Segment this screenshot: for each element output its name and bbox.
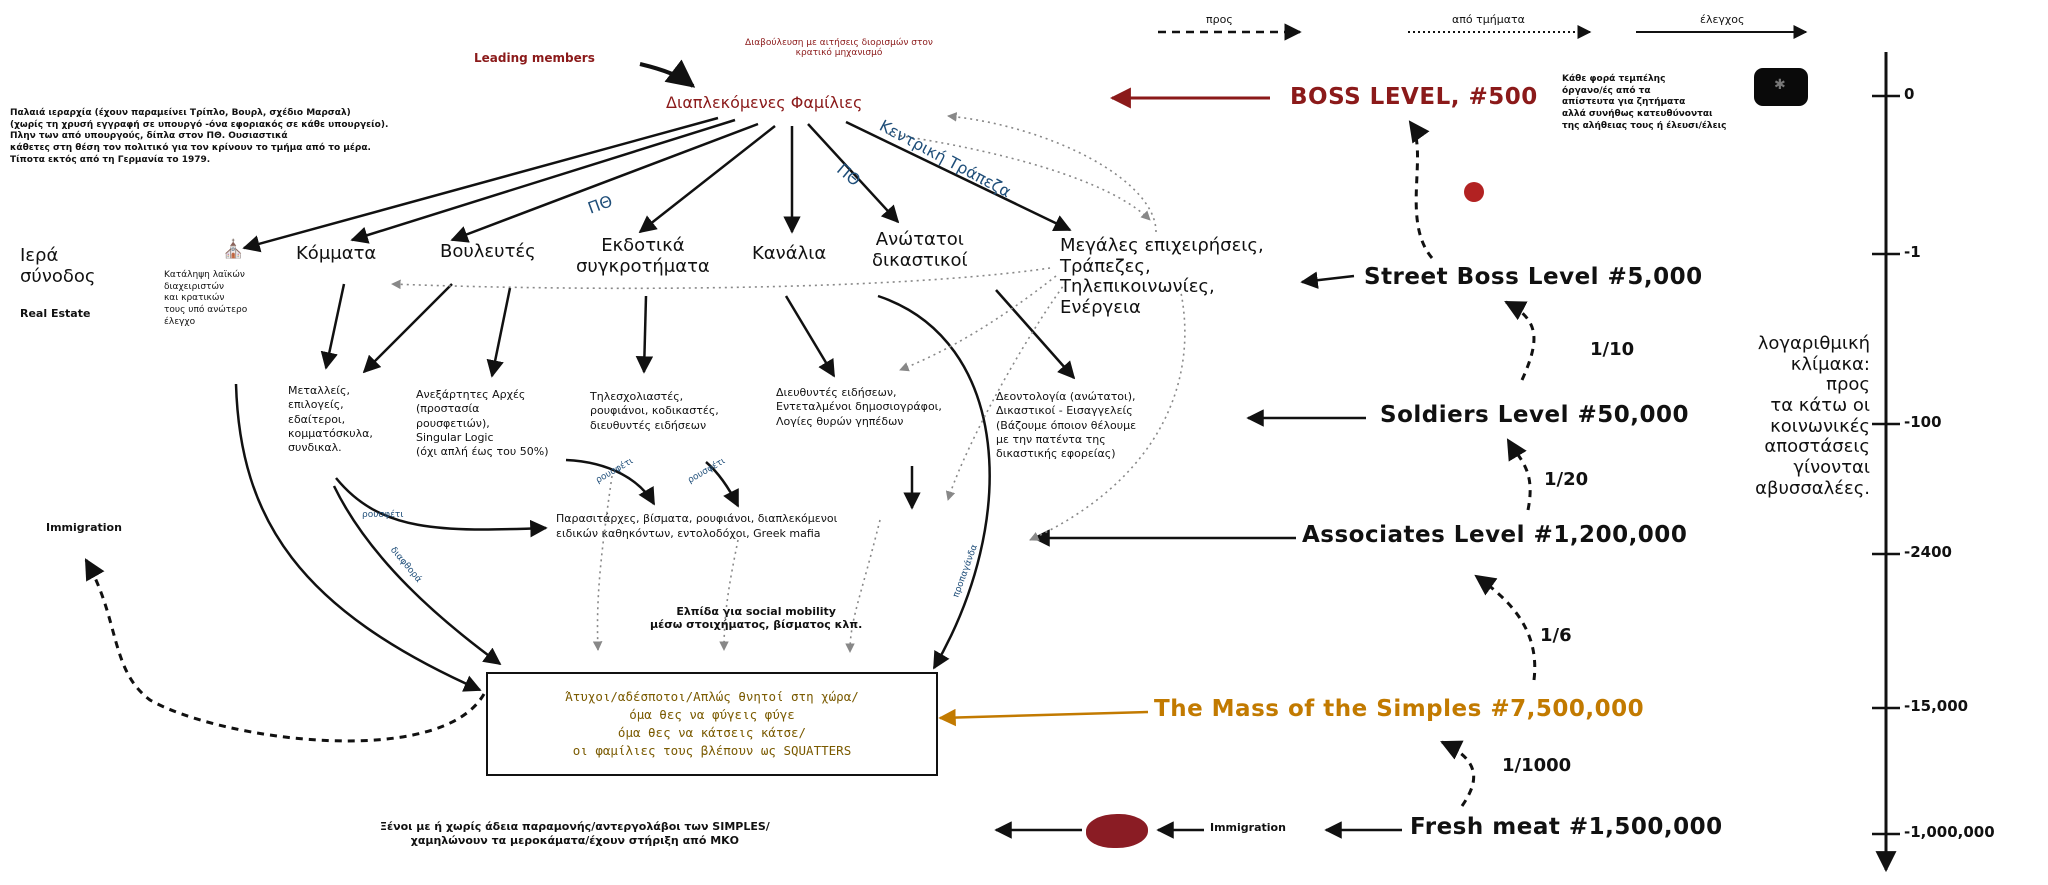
level-fresh-meat: Fresh meat #1,500,000 (1410, 814, 1723, 840)
cronies-node: Παρασιτάρχες, βίσματα, ρουφιάνοι, διαπλε… (556, 512, 838, 540)
level-simples: The Mass of the Simples #7,500,000 (1154, 696, 1645, 722)
church-icon: ⛪ (222, 239, 245, 260)
channels-node: Κανάλια (752, 243, 827, 264)
simples-box-text: Άτυχοι/αδέσποτοι/Απλώς θνητοί στη χώρα/ … (565, 688, 859, 759)
stop-icon (1464, 182, 1484, 202)
top-note: Διαβούλευση με αιτήσεις διορισμών στον κ… (745, 38, 933, 59)
parties-node: Κόμματα (296, 243, 377, 264)
scale-note: λογαριθμική κλίμακα: προς τα κάτω οι κοι… (1755, 333, 1870, 499)
families-node: Διαπλεκόμενες Φαμίλιες (666, 93, 863, 112)
scale-tick: -1 (1904, 243, 1921, 261)
justice-note: Δεοντολογία (ανώτατοι), Δικαστικοί - Εισ… (996, 390, 1137, 461)
hope-note: Ελπίδα για social mobility μέσω στοιχήμα… (650, 605, 863, 631)
level-soldiers: Soldiers Level #50,000 (1380, 402, 1690, 428)
ministers-note: Μεταλλείς, επιλογείς, εδαίτεροι, κομματό… (288, 384, 373, 455)
ratio-1-10: 1/10 (1590, 339, 1635, 360)
holy-synod-node: Ιερά σύνοδος (20, 245, 96, 287)
publishers-node: Εκδοτικά συγκροτήματα (576, 235, 710, 277)
legend-dotted-label: προς (1206, 13, 1233, 26)
scale-tick: 0 (1904, 85, 1915, 103)
simples-box: Άτυχοι/αδέσποτοι/Απλώς θνητοί στη χώρα/ … (486, 672, 938, 776)
mps-node: Βουλευτές (440, 241, 536, 262)
influence-arrows (391, 112, 1186, 653)
control-arrows (234, 116, 1402, 839)
scale-tick: -100 (1904, 413, 1942, 431)
immigration-left-label: Immigration (46, 521, 122, 534)
news-directors-note: Διευθυντές ειδήσεων, Εντεταλμένοι δημοσι… (776, 386, 942, 428)
meat-icon (1086, 814, 1148, 848)
ratio-1-1000: 1/1000 (1502, 755, 1572, 776)
immigration-bottom-label: Immigration (1210, 821, 1286, 834)
foreigners-note: Ξένοι με ή χωρίς άδεια παραμονής/αντεργο… (380, 820, 770, 848)
level-street-boss: Street Boss Level #5,000 (1364, 264, 1703, 290)
authorities-note: Ανεξάρτητες Αρχές (προστασία ρουσφετιών)… (416, 388, 549, 459)
log-scale-axis (1872, 52, 1900, 873)
scale-tick: -2400 (1904, 543, 1952, 561)
ratio-1-6: 1/6 (1540, 625, 1572, 646)
scale-tick: -1,000,000 (1904, 823, 1995, 841)
censored-badge (1754, 68, 1808, 106)
mobility-arrows (84, 120, 1537, 807)
right-note: Κάθε φορά τεμπέλης όργανο/ές από τα απίσ… (1562, 74, 1727, 131)
arrow-leading-members (639, 59, 696, 88)
leading-members-label: Leading members (474, 51, 595, 65)
church-note: Κατάληψη λαϊκών διαχειριστών και κρατικώ… (164, 270, 248, 327)
legend-solid-label: έλεγχος (1700, 13, 1745, 26)
level-associates: Associates Level #1,200,000 (1302, 522, 1688, 548)
level-boss: BOSS LEVEL, #500 (1290, 84, 1538, 110)
scale-tick: -15,000 (1904, 697, 1969, 715)
journalists-note: Τηλεσχολιαστές, ρουφιάνοι, κοδικαστές, δ… (590, 390, 719, 432)
big-business-node: Μεγάλες επιχειρήσεις, Τράπεζες, Τηλεπικο… (1060, 235, 1264, 319)
arrow-simples (938, 708, 1149, 727)
left-note: Παλαιά ιεραρχία (έχουν παραμείνει Τρίπλο… (10, 108, 389, 165)
edge-label-rousfeti-1: ρουσφέτι (362, 510, 404, 520)
real-estate-label: Real Estate (20, 307, 91, 320)
courts-node: Ανώτατοι δικαστικοί (872, 229, 968, 271)
ratio-1-20: 1/20 (1544, 469, 1589, 490)
legend-dense-dotted-label: από τμήματα (1452, 13, 1525, 26)
